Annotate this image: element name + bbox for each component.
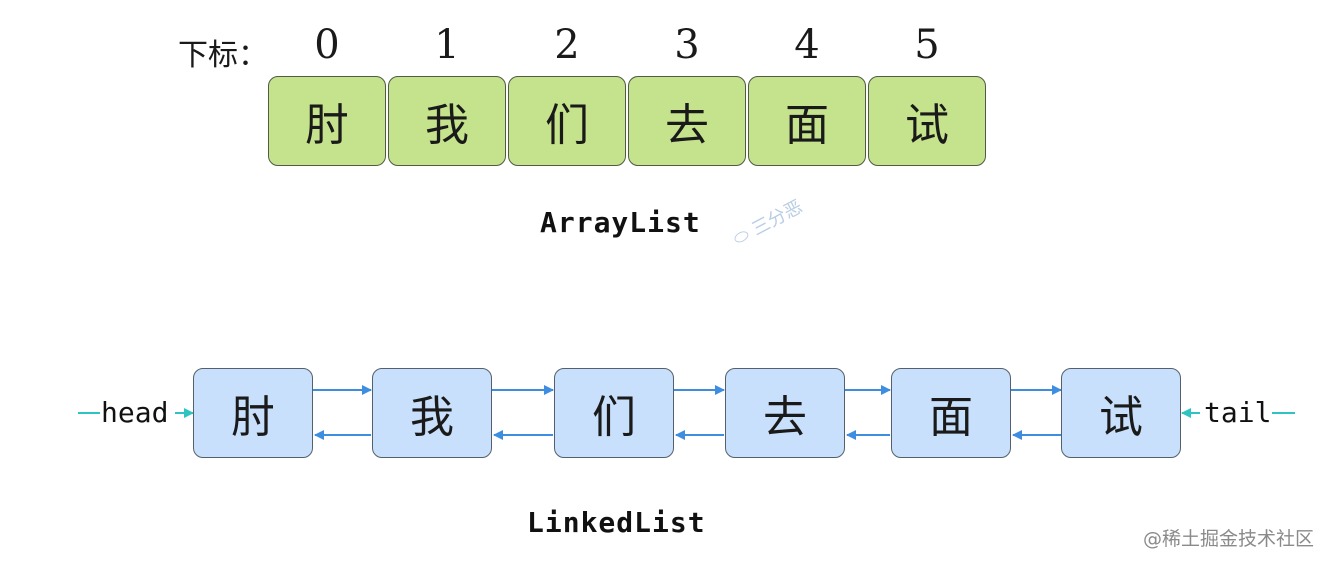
linked-node-3: 去 [725,368,845,458]
tail-label: tail [1204,396,1272,429]
array-cell-0: 肘 [268,76,386,166]
array-index-5: 5 [914,22,940,68]
corner-watermark: @稀土掘金技术社区 [1142,528,1314,550]
array-cell-3: 去 [628,76,746,166]
array-index-2: 2 [554,22,580,68]
array-index-4: 4 [794,22,820,68]
linked-node-5: 试 [1061,368,1181,458]
array-cell-2: 们 [508,76,626,166]
head-label: head [101,396,169,429]
arraylist-title: ArrayList [540,206,701,239]
linked-node-2: 们 [554,368,674,458]
array-cell-1: 我 [388,76,506,166]
linked-node-4: 面 [891,368,1011,458]
linked-node-0: 肘 [193,368,313,458]
array-cell-4: 面 [748,76,866,166]
index-label: 下标： [178,38,268,73]
linked-node-1: 我 [372,368,492,458]
array-index-3: 3 [674,22,700,68]
linkedlist-title: LinkedList [527,506,706,539]
array-cell-5: 试 [868,76,986,166]
array-index-1: 1 [434,22,460,68]
array-index-0: 0 [314,22,340,68]
